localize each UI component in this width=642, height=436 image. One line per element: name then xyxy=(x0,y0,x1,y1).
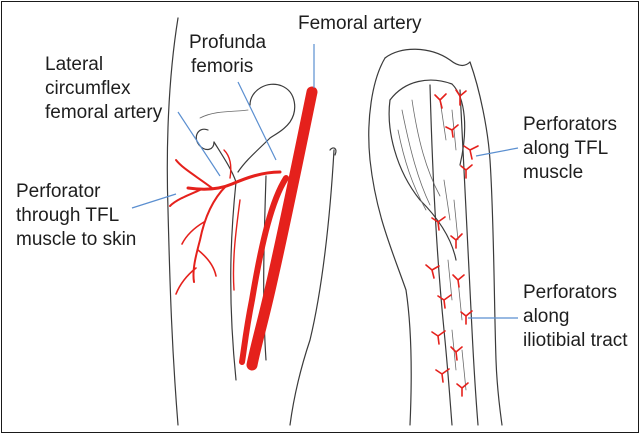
gluteal-outline xyxy=(389,100,456,260)
hip-outline xyxy=(385,49,470,65)
lateral-descending-vessel xyxy=(233,200,240,290)
iliotibial-tract-medial xyxy=(460,90,478,425)
perforators-along-tfl-label-line1: Perforators xyxy=(523,113,617,137)
perforators-along-it-label-line3: iliotibial tract xyxy=(523,329,628,353)
perforators-tfl-pointer xyxy=(476,148,518,156)
small-branch-2 xyxy=(198,250,216,276)
perforators-along-it-label-line1: Perforators xyxy=(523,281,617,305)
femur-neck xyxy=(214,142,236,182)
femoral-artery-label: Femoral artery xyxy=(298,12,422,36)
lateral-circumflex-label-line3: femoral artery xyxy=(45,101,162,125)
profunda-femoris-label-line1: Profunda xyxy=(189,31,266,55)
greater-trochanter xyxy=(196,129,214,149)
perforator-tfl-label-line2: through TFL xyxy=(16,204,119,228)
perforators-along-tfl-label-line2: along TFL xyxy=(523,137,608,161)
femur-shade xyxy=(200,110,248,118)
perforator-tfl-label-line3: muscle to skin xyxy=(16,228,136,252)
descending-branch xyxy=(193,186,226,282)
right-thigh-outline-lateral xyxy=(369,58,411,425)
lateral-circumflex-label-line1: Lateral xyxy=(45,53,103,77)
perforator-tfl-label-line1: Perforator xyxy=(16,180,100,204)
perforators-along-it-label-line2: along xyxy=(523,305,570,329)
left-thigh-outline-lateral xyxy=(167,18,178,425)
profunda-femoris-label-line2: femoris xyxy=(191,55,253,79)
medial-outline-tip xyxy=(330,148,336,155)
perforators-along-tfl-label-line3: muscle xyxy=(523,161,583,185)
tfl-perforator-vessel xyxy=(170,190,200,206)
femur-head xyxy=(238,84,295,172)
tfl-perforators xyxy=(435,90,478,178)
lateral-circumflex-label-line2: circumflex xyxy=(45,77,131,101)
left-thigh-drawing xyxy=(167,18,336,425)
it-tract-perforators xyxy=(426,217,472,396)
profunda-pointer xyxy=(238,82,276,160)
femoral-artery-vessel xyxy=(252,92,312,365)
right-thigh-drawing xyxy=(369,49,502,425)
ascending-branch xyxy=(176,160,212,188)
